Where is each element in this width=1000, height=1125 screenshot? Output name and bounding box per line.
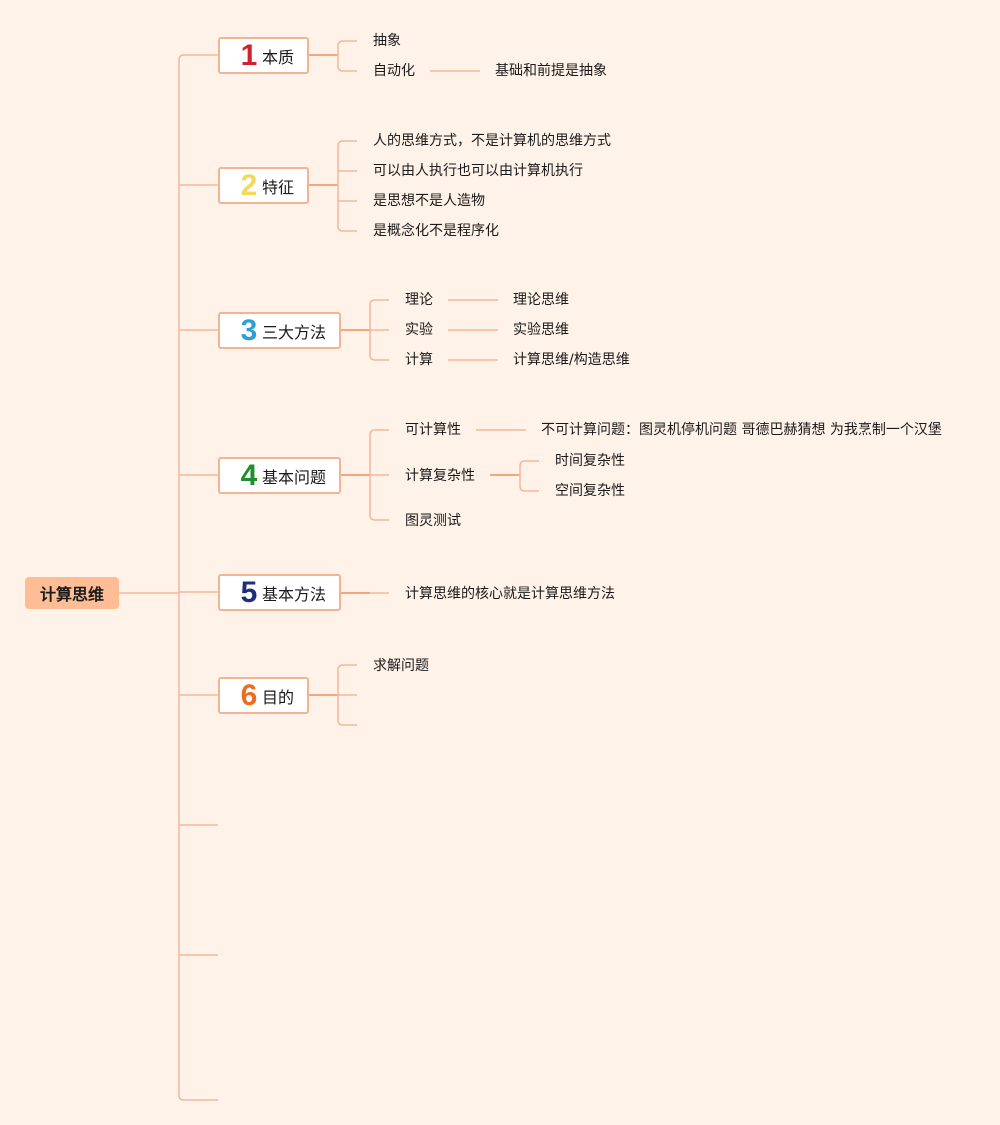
leaf-3-3-1[interactable]: 计算思维/构造思维	[513, 352, 630, 368]
leaf-2-1[interactable]: 人的思维方式，不是计算机的思维方式	[373, 133, 611, 149]
leaf-2-2[interactable]: 可以由人执行也可以由计算机执行	[373, 163, 583, 179]
leaf-6-1[interactable]: 求解问题	[373, 658, 429, 674]
branch-number-5: 5	[240, 575, 258, 609]
leaf-5-1[interactable]: 计算思维的核心就是计算思维方法	[405, 586, 615, 602]
branch-node-1[interactable]: 1 本质	[218, 37, 309, 74]
leaf-1-2[interactable]: 自动化	[373, 63, 415, 79]
leaf-3-2-1[interactable]: 实验思维	[513, 322, 569, 338]
branch-label-6: 目的	[262, 687, 295, 707]
branch-node-3[interactable]: 3 三大方法	[218, 312, 341, 349]
branch-label-2: 特征	[262, 177, 295, 197]
main-trunk	[178, 54, 218, 1101]
leaf-1-1[interactable]: 抽象	[373, 33, 401, 49]
branch-number-3: 3	[240, 313, 258, 347]
branch-label-3: 三大方法	[262, 322, 327, 342]
branch1-bracket-trunk	[337, 40, 357, 72]
leaf-4-2[interactable]: 计算复杂性	[405, 468, 475, 484]
root-node[interactable]: 计算思维	[25, 577, 119, 609]
branch-node-6[interactable]: 6 目的	[218, 677, 309, 714]
leaf-3-3[interactable]: 计算	[405, 352, 433, 368]
branch-number-4: 4	[240, 458, 258, 492]
branch4-sub-bracket-trunk	[519, 460, 539, 492]
root-label: 计算思维	[39, 585, 104, 604]
branch2-bracket-trunk	[337, 140, 357, 232]
branch-label-1: 本质	[262, 47, 295, 67]
leaf-3-1-1[interactable]: 理论思维	[513, 292, 569, 308]
branch-node-5[interactable]: 5 基本方法	[218, 574, 341, 611]
leaf-2-3[interactable]: 是思想不是人造物	[373, 193, 485, 209]
branch-node-4[interactable]: 4 基本问题	[218, 457, 341, 494]
leaf-1-2-1[interactable]: 基础和前提是抽象	[495, 63, 607, 79]
branch-number-1: 1	[240, 38, 258, 72]
leaf-2-4[interactable]: 是概念化不是程序化	[373, 223, 499, 239]
branch-label-5: 基本方法	[262, 584, 327, 604]
branch-label-4: 基本问题	[262, 467, 327, 487]
leaf-4-1-1[interactable]: 不可计算问题：图灵机停机问题 哥德巴赫猜想 为我烹制一个汉堡	[541, 422, 942, 438]
branch-number-2: 2	[240, 168, 258, 202]
leaf-4-2-1[interactable]: 时间复杂性	[555, 453, 625, 469]
leaf-4-3[interactable]: 图灵测试	[405, 513, 461, 529]
leaf-4-1[interactable]: 可计算性	[405, 422, 461, 438]
branch-number-6: 6	[240, 678, 258, 712]
branch-node-2[interactable]: 2 特征	[218, 167, 309, 204]
leaf-3-2[interactable]: 实验	[405, 322, 433, 338]
leaf-3-1[interactable]: 理论	[405, 292, 433, 308]
leaf-4-2-2[interactable]: 空间复杂性	[555, 483, 625, 499]
